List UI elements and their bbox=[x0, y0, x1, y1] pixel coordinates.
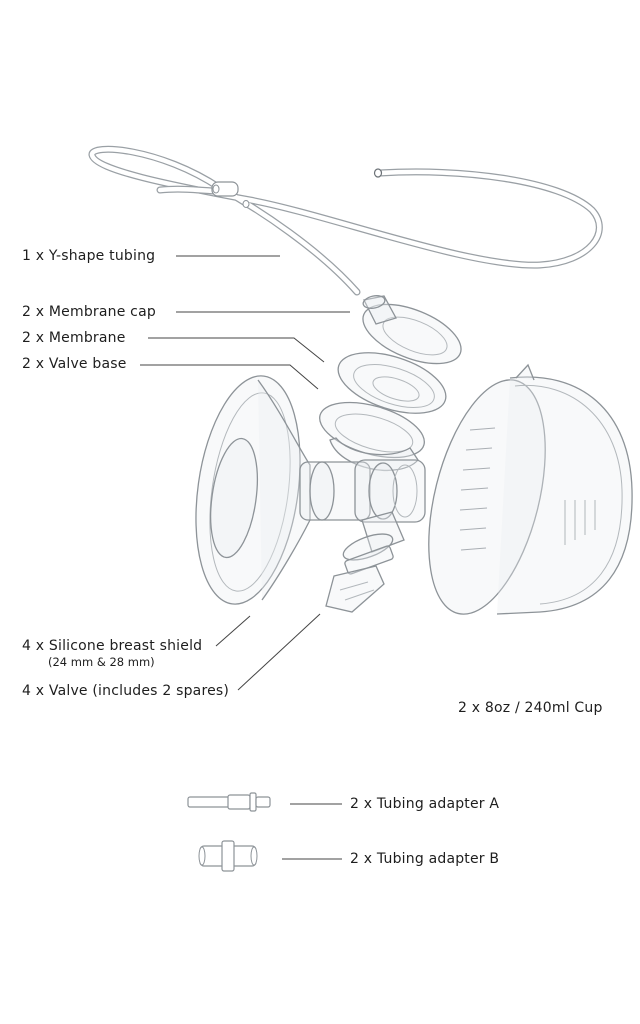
label-breast-shield-sizes: (24 mm & 28 mm) bbox=[48, 655, 155, 669]
label-membrane: 2 x Membrane bbox=[22, 330, 126, 346]
tubing-adapter-a-illustration bbox=[187, 792, 271, 812]
label-y-shape-tubing: 1 x Y-shape tubing bbox=[22, 248, 156, 264]
label-silicone-breast-shield: 4 x Silicone breast shield bbox=[22, 638, 203, 654]
y-shape-tubing-illustration bbox=[88, 145, 603, 296]
tubing-adapter-b-illustration bbox=[198, 840, 258, 872]
label-membrane-cap: 2 x Membrane cap bbox=[22, 304, 156, 320]
valve-illustration bbox=[325, 533, 394, 613]
membrane-illustration bbox=[337, 352, 447, 414]
label-tubing-adapter-a: 2 x Tubing adapter A bbox=[350, 796, 500, 812]
label-valve-base: 2 x Valve base bbox=[22, 356, 127, 372]
breast-shield-illustration bbox=[195, 375, 426, 605]
label-cup: 2 x 8oz / 240ml Cup bbox=[458, 700, 603, 716]
cup-illustration bbox=[428, 363, 633, 615]
label-valve: 4 x Valve (includes 2 spares) bbox=[22, 683, 230, 699]
leader-valve-base bbox=[140, 364, 319, 390]
leader-valve bbox=[237, 613, 321, 691]
cup-measurement-marks bbox=[459, 427, 596, 551]
leader-membrane bbox=[148, 337, 325, 363]
label-tubing-adapter-b: 2 x Tubing adapter B bbox=[350, 851, 500, 867]
membrane-cap-illustration bbox=[362, 295, 462, 365]
leader-breast-shield bbox=[215, 615, 251, 647]
